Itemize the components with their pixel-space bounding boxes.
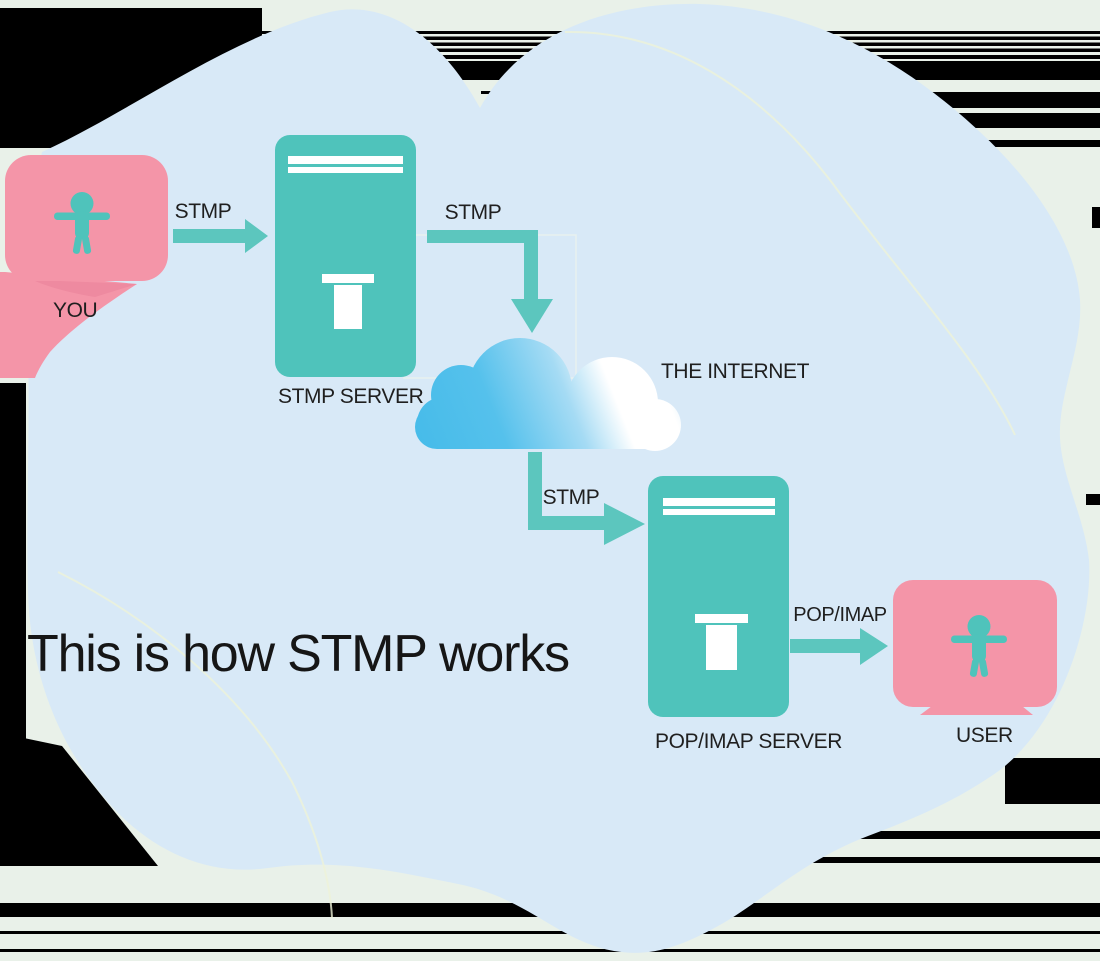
- internet-cloud-icon: [415, 338, 681, 451]
- server-tower-icon: [648, 476, 789, 717]
- smtp-arrow-label-1: STMP: [174, 200, 232, 223]
- bg-stripe: [833, 831, 1100, 839]
- you-node: [0, 155, 168, 378]
- bg-stripe: [0, 31, 1100, 34]
- bg-stripe: [913, 92, 1100, 108]
- server-panel-line: [663, 498, 775, 506]
- server-panel-line: [288, 156, 403, 164]
- smtp-server-label: STMP SERVER: [278, 385, 424, 408]
- pop-imap-arrow-label: POP/IMAP: [793, 604, 887, 626]
- server-panel-line: [663, 509, 775, 515]
- bg-stripe: [0, 949, 1100, 952]
- smtp-arrow-label-3: STMP: [542, 486, 600, 509]
- bg-stripe: [790, 857, 1100, 863]
- smtp-arrow-label-2: STMP: [444, 201, 502, 224]
- arrow-smtp-to-internet-icon: [427, 230, 553, 333]
- bg-stripe: [1086, 494, 1100, 505]
- bg-corner-wedge: [0, 733, 158, 866]
- mail-slot-icon: [695, 614, 748, 623]
- decor-arcs: [57, 30, 1016, 919]
- bg-stripe: [0, 931, 1100, 934]
- you-label: YOU: [53, 299, 98, 322]
- arrow-internet-to-pop-icon: [528, 452, 645, 545]
- user-label: USER: [956, 724, 1013, 747]
- arrow-you-to-smtp-icon: [173, 219, 268, 253]
- pop-imap-server-label: POP/IMAP SERVER: [655, 730, 842, 753]
- mail-slot-icon: [322, 274, 374, 283]
- mail-slot-icon: [334, 285, 362, 329]
- diagram-title: This is how STMP works: [27, 625, 570, 683]
- bg-stripe: [0, 383, 26, 740]
- server-tower-icon: [275, 135, 416, 377]
- bg-stripe: [935, 140, 1100, 147]
- bg-stripe: [1092, 207, 1100, 228]
- server-panel-line: [288, 167, 403, 173]
- decor-arc: [57, 571, 333, 919]
- bg-stripe: [1005, 758, 1100, 804]
- decor-arc: [564, 30, 1016, 436]
- smtp-server-node: [275, 135, 416, 377]
- pop-imap-server-node: [648, 476, 789, 717]
- speech-bubble-tail: [0, 272, 137, 378]
- internet-label: THE INTERNET: [661, 360, 810, 383]
- mail-slot-icon: [706, 625, 737, 670]
- bg-stripe: [481, 91, 494, 94]
- speech-bubble-tail-shadow: [33, 280, 137, 297]
- arrow-pop-to-user-icon: [790, 628, 888, 665]
- monitor-stand: [920, 706, 1033, 715]
- user-node: [893, 580, 1057, 715]
